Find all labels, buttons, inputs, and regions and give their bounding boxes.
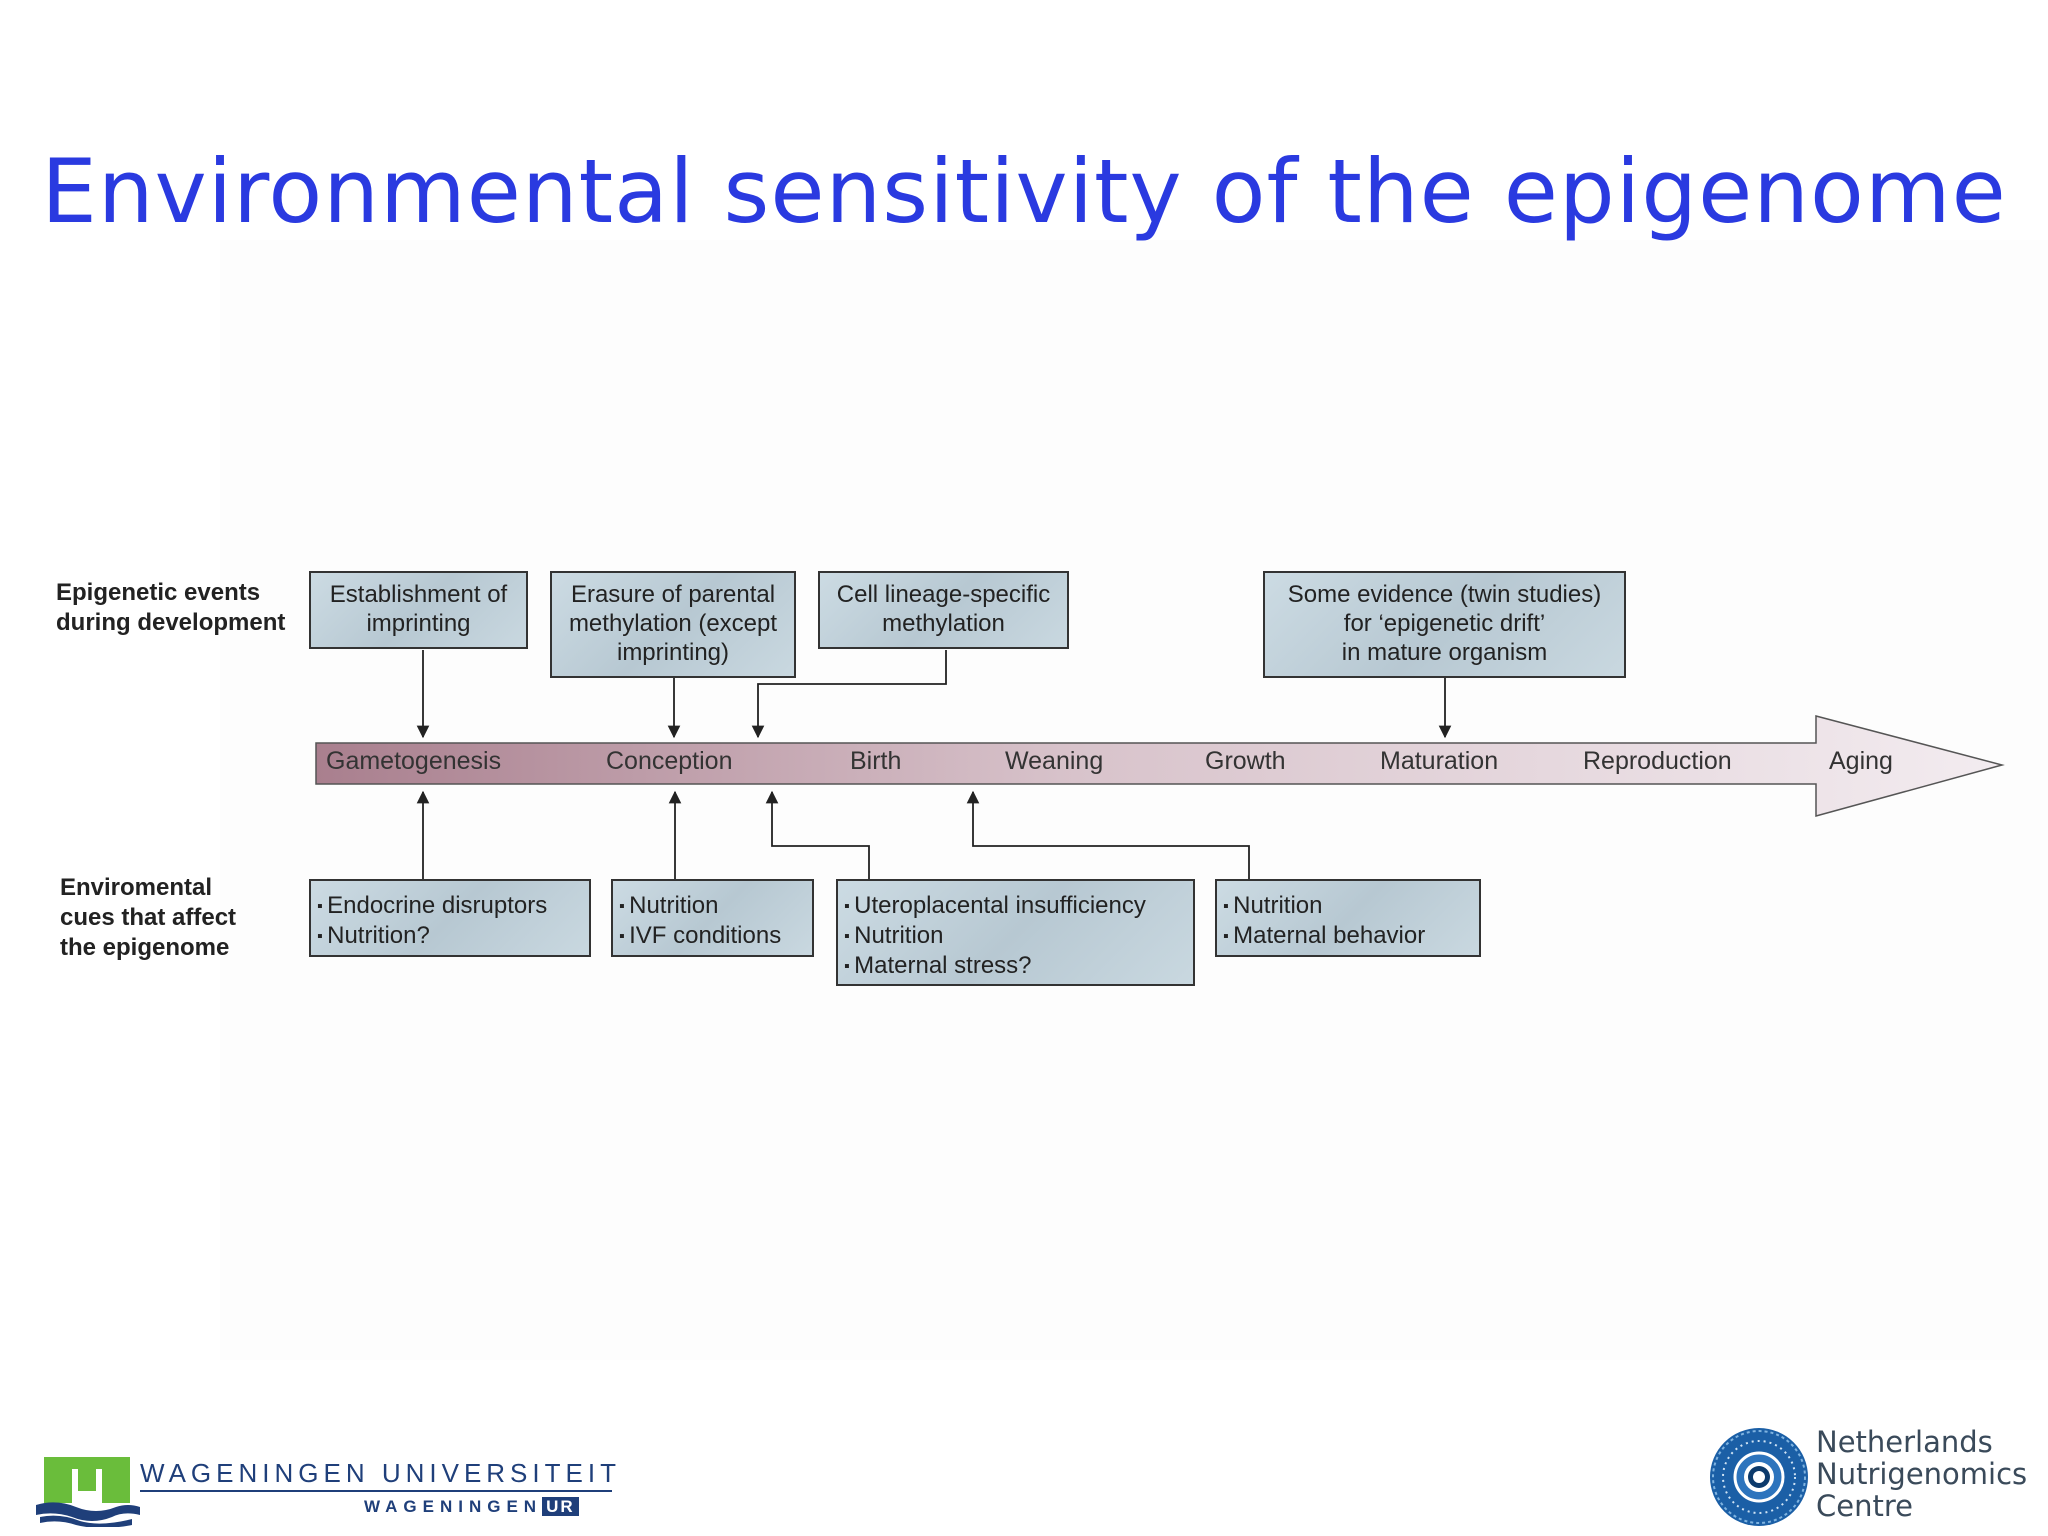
wageningen-university-name: WAGENINGEN UNIVERSITEIT xyxy=(140,1458,621,1488)
list-item: Endocrine disruptors xyxy=(317,891,589,921)
wageningen-logo-icon xyxy=(36,1457,140,1527)
slide-title: Environmental sensitivity of the epigeno… xyxy=(41,140,2007,243)
cue-box-ivf: Nutrition IVF conditions xyxy=(611,879,814,957)
environmental-cues-label: Enviromental cues that affect the epigen… xyxy=(60,874,237,961)
connector-bottom-4 xyxy=(966,790,1250,879)
stage-label: Weaning xyxy=(1005,747,1104,775)
stage-label: Growth xyxy=(1205,747,1286,775)
cue-box-maternal-behavior: Nutrition Maternal behavior xyxy=(1215,879,1481,957)
event-box-erasure: Erasure of parental methylation (except … xyxy=(550,571,796,678)
event-box-epigenetic-drift: Some evidence (twin studies) for ‘epigen… xyxy=(1263,571,1626,678)
list-item: Maternal stress? xyxy=(844,951,1193,981)
list-item: Uteroplacental insufficiency xyxy=(844,891,1193,921)
list-item: Nutrition xyxy=(1223,891,1479,921)
cue-box-uteroplacental: Uteroplacental insufficiency Nutrition M… xyxy=(836,879,1195,986)
timeline-arrow xyxy=(315,715,2005,817)
list-item: Nutrition xyxy=(844,921,1193,951)
stage-label: Maturation xyxy=(1380,747,1499,775)
slide-background xyxy=(220,240,2048,1360)
event-box-imprinting: Establishment of imprinting xyxy=(309,571,528,649)
stage-label: Aging xyxy=(1829,747,1893,775)
logo-divider xyxy=(140,1490,612,1492)
connector-bottom-3 xyxy=(765,790,870,879)
stage-label: Reproduction xyxy=(1583,747,1732,775)
stage-label: Conception xyxy=(606,747,733,775)
cue-box-endocrine: Endocrine disruptors Nutrition? xyxy=(309,879,591,957)
epigenetic-events-label: Epigenetic events during development xyxy=(56,579,286,636)
nnc-name: Netherlands Nutrigenomics Centre xyxy=(1816,1425,2028,1523)
list-item: Nutrition xyxy=(619,891,812,921)
nnc-globe-icon xyxy=(1710,1428,1808,1526)
event-box-cell-lineage: Cell lineage-specific methylation xyxy=(818,571,1069,649)
stage-label: Gametogenesis xyxy=(326,747,502,775)
stage-label: Birth xyxy=(850,747,902,775)
list-item: Maternal behavior xyxy=(1223,921,1479,951)
connector-top-3 xyxy=(751,650,947,739)
list-item: Nutrition? xyxy=(317,921,589,951)
list-item: IVF conditions xyxy=(619,921,812,951)
